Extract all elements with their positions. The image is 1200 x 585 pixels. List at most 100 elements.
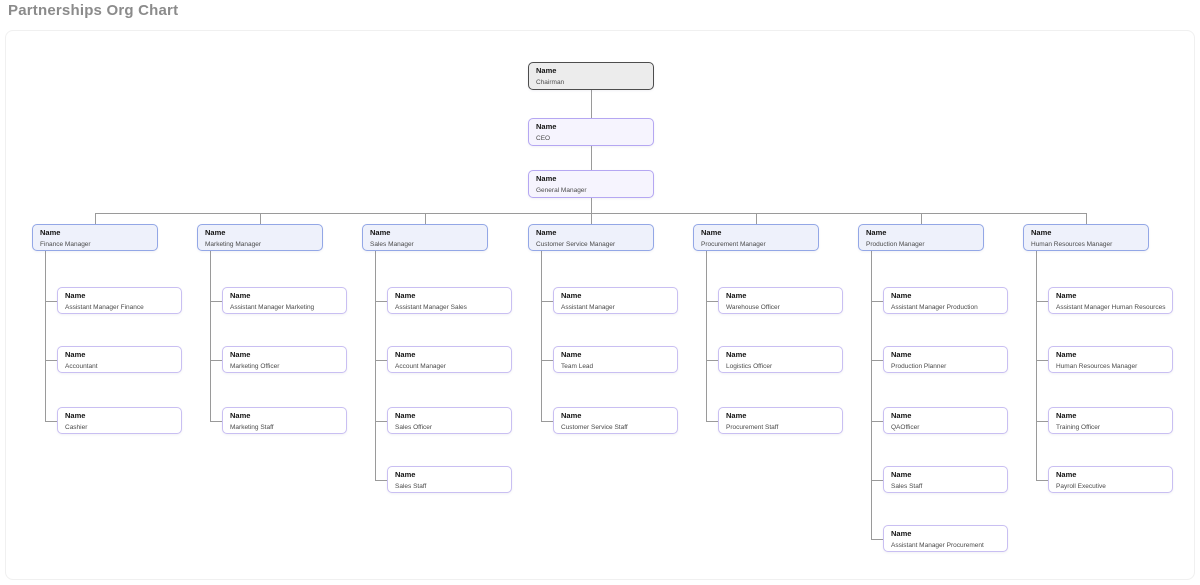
connector-line bbox=[871, 301, 883, 302]
node-label: Name bbox=[1031, 228, 1052, 237]
node-label: Name bbox=[536, 174, 557, 183]
node-label: Name bbox=[65, 411, 86, 420]
node-role: Team Lead bbox=[561, 363, 594, 370]
connector-line bbox=[871, 360, 883, 361]
node-role: CEO bbox=[536, 135, 551, 142]
node-label: Name bbox=[370, 228, 391, 237]
connector-line bbox=[541, 421, 553, 422]
connector-line bbox=[591, 145, 592, 170]
connector-line bbox=[375, 360, 387, 361]
node-role: Customer Service Manager bbox=[536, 241, 616, 248]
node-role: Warehouse Officer bbox=[726, 304, 780, 311]
node-label: Name bbox=[1056, 350, 1077, 359]
node-label: Name bbox=[561, 291, 582, 300]
connector-line bbox=[591, 198, 592, 213]
connector-line bbox=[375, 421, 387, 422]
connector-line bbox=[1036, 360, 1048, 361]
node-label: Name bbox=[395, 411, 416, 420]
node-role: Finance Manager bbox=[40, 241, 91, 248]
node-label: Name bbox=[726, 411, 747, 420]
connector-line bbox=[210, 360, 222, 361]
node-role: Procurement Manager bbox=[701, 241, 766, 248]
node-role: Production Planner bbox=[891, 363, 947, 370]
connector-line bbox=[871, 539, 883, 540]
node-label: Name bbox=[536, 66, 557, 75]
node-role: Assistant Manager Procurement bbox=[891, 542, 984, 549]
node-role: Marketing Manager bbox=[205, 241, 261, 248]
connector-line bbox=[541, 251, 542, 421]
node-label: Name bbox=[726, 350, 747, 359]
node-label: Name bbox=[395, 470, 416, 479]
connector-line bbox=[1086, 213, 1087, 224]
node-role: Cashier bbox=[65, 424, 88, 431]
node-role: Assistant Manager Sales bbox=[395, 304, 467, 311]
node-role: Assistant Manager Finance bbox=[65, 304, 144, 311]
connector-line bbox=[1036, 421, 1048, 422]
node-label: Name bbox=[726, 291, 747, 300]
connector-line bbox=[706, 360, 718, 361]
node-label: Name bbox=[205, 228, 226, 237]
connector-line bbox=[871, 251, 872, 539]
node-role: Accountant bbox=[65, 363, 98, 370]
connector-line bbox=[706, 301, 718, 302]
node-role: Sales Staff bbox=[395, 483, 427, 490]
connector-line bbox=[871, 480, 883, 481]
connector-line bbox=[95, 213, 1086, 214]
node-label: Name bbox=[395, 350, 416, 359]
node-role: Assistant Manager Human Resources bbox=[1056, 304, 1166, 311]
page-title: Partnerships Org Chart bbox=[8, 2, 179, 19]
connector-line bbox=[1036, 301, 1048, 302]
node-role: Sales Officer bbox=[395, 424, 433, 431]
connector-line bbox=[260, 213, 261, 224]
node-role: Account Manager bbox=[395, 363, 446, 370]
node-label: Name bbox=[230, 291, 251, 300]
connector-line bbox=[375, 301, 387, 302]
node-role: Human Resources Manager bbox=[1056, 363, 1138, 370]
node-label: Name bbox=[561, 350, 582, 359]
node-label: Name bbox=[891, 350, 912, 359]
node-label: Name bbox=[1056, 470, 1077, 479]
connector-line bbox=[45, 360, 57, 361]
connector-line bbox=[541, 301, 553, 302]
node-role: Assistant Manager bbox=[561, 304, 615, 311]
connector-line bbox=[706, 421, 718, 422]
node-label: Name bbox=[701, 228, 722, 237]
connector-line bbox=[756, 213, 757, 224]
node-role: Training Officer bbox=[1056, 424, 1101, 431]
